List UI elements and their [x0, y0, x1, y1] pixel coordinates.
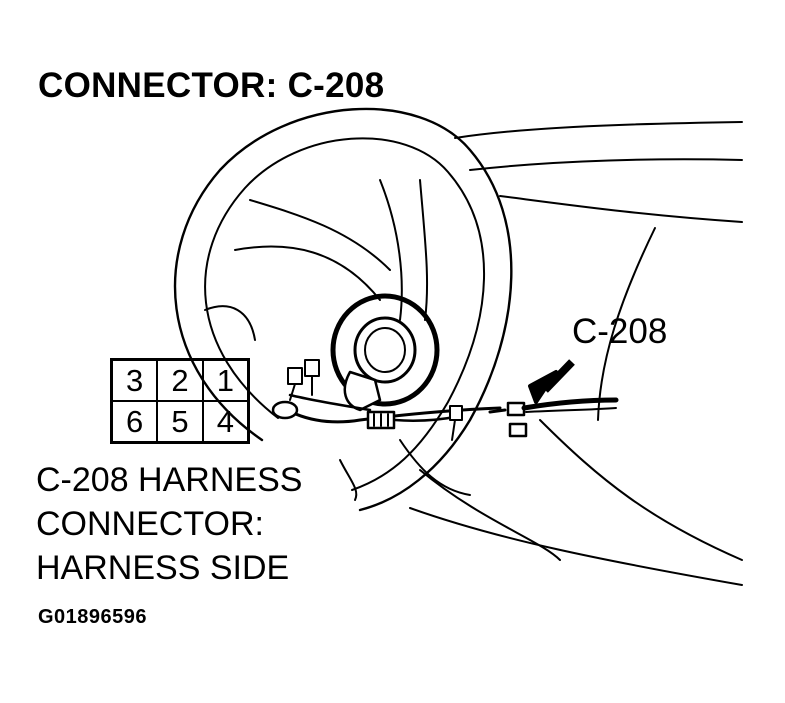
pin-1: 1	[201, 359, 249, 402]
connector-caption: C-208 HARNESS CONNECTOR: HARNESS SIDE	[36, 458, 302, 590]
steering-wheel-rim	[173, 107, 513, 512]
pin-2: 2	[156, 359, 204, 402]
lower-dash-outline	[409, 507, 743, 586]
caption-line-1: C-208 HARNESS	[36, 461, 303, 499]
pin-5: 5	[156, 400, 204, 443]
steering-wheel-spoke	[234, 245, 381, 301]
pin-3: 3	[111, 359, 159, 402]
pin-4: 4	[201, 400, 249, 443]
figure-id: G01896596	[38, 606, 148, 628]
caption-line-2: CONNECTOR:	[36, 505, 264, 543]
dashboard-outline	[454, 121, 743, 139]
caption-line-3: HARNESS SIDE	[36, 549, 290, 587]
connector-face-diagram: 3 2 1 6 5 4	[110, 358, 250, 444]
clock-spring	[330, 293, 440, 407]
pin-6: 6	[111, 400, 159, 443]
connector-callout-label: C-208	[572, 312, 668, 351]
page-title: CONNECTOR: C-208	[38, 66, 385, 105]
